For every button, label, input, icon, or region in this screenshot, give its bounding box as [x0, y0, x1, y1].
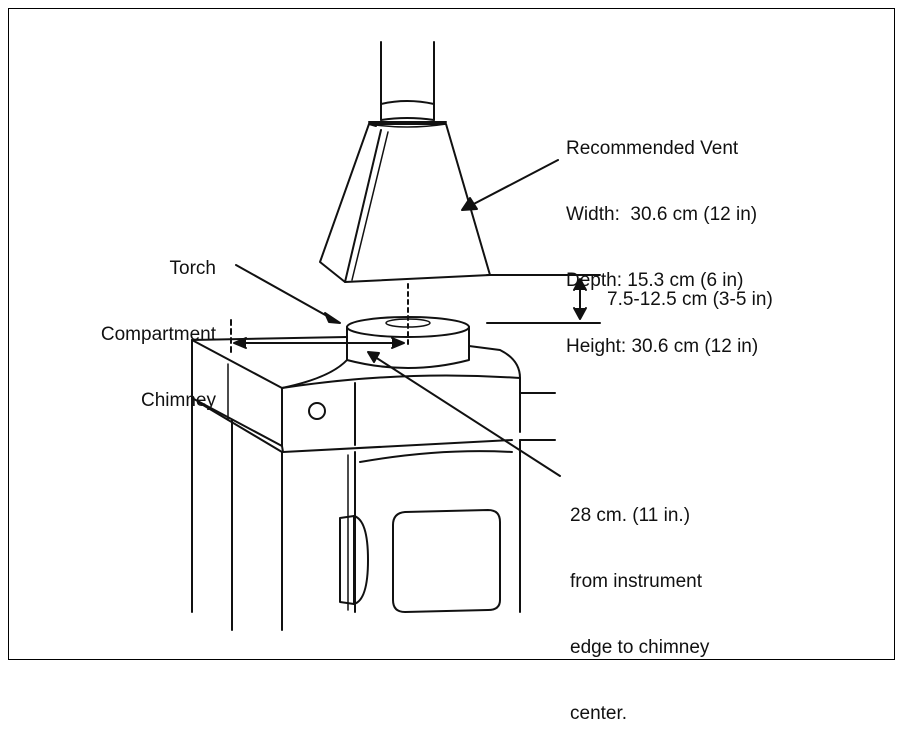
chimney-label: Torch Compartment Chimney: [60, 214, 216, 434]
distance-line2: from instrument: [570, 571, 702, 592]
distance-line4: center.: [570, 703, 628, 724]
chimney-label-line3: Chimney: [141, 390, 216, 411]
instrument-body: [191, 336, 556, 631]
chimney-label-line2: Compartment: [100, 324, 216, 345]
instrument-vent-diagram: [191, 41, 601, 631]
vent-title: Recommended Vent: [566, 138, 739, 159]
chimney-label-line1: Torch: [169, 258, 216, 279]
distance-line3: edge to chimney: [570, 637, 710, 658]
vent-depth: Depth: 15.3 cm (6 in): [566, 270, 744, 291]
gap-label: 7.5-12.5 cm (3-5 in): [607, 289, 773, 310]
leader-arrows: [235, 159, 561, 477]
edge-distance-dimension: [230, 319, 405, 357]
torch-chimney: [346, 283, 470, 369]
vent-width: Width: 30.6 cm (12 in): [566, 204, 758, 225]
vent-hood: [319, 41, 491, 283]
vent-height: Height: 30.6 cm (12 in): [566, 336, 759, 357]
gap-dimension: [486, 274, 601, 324]
distance-line1: 28 cm. (11 in.): [570, 505, 691, 526]
vent-spec-label: Recommended Vent Width: 30.6 cm (12 in) …: [566, 94, 758, 380]
distance-label: 28 cm. (11 in.) from instrument edge to …: [570, 461, 709, 747]
